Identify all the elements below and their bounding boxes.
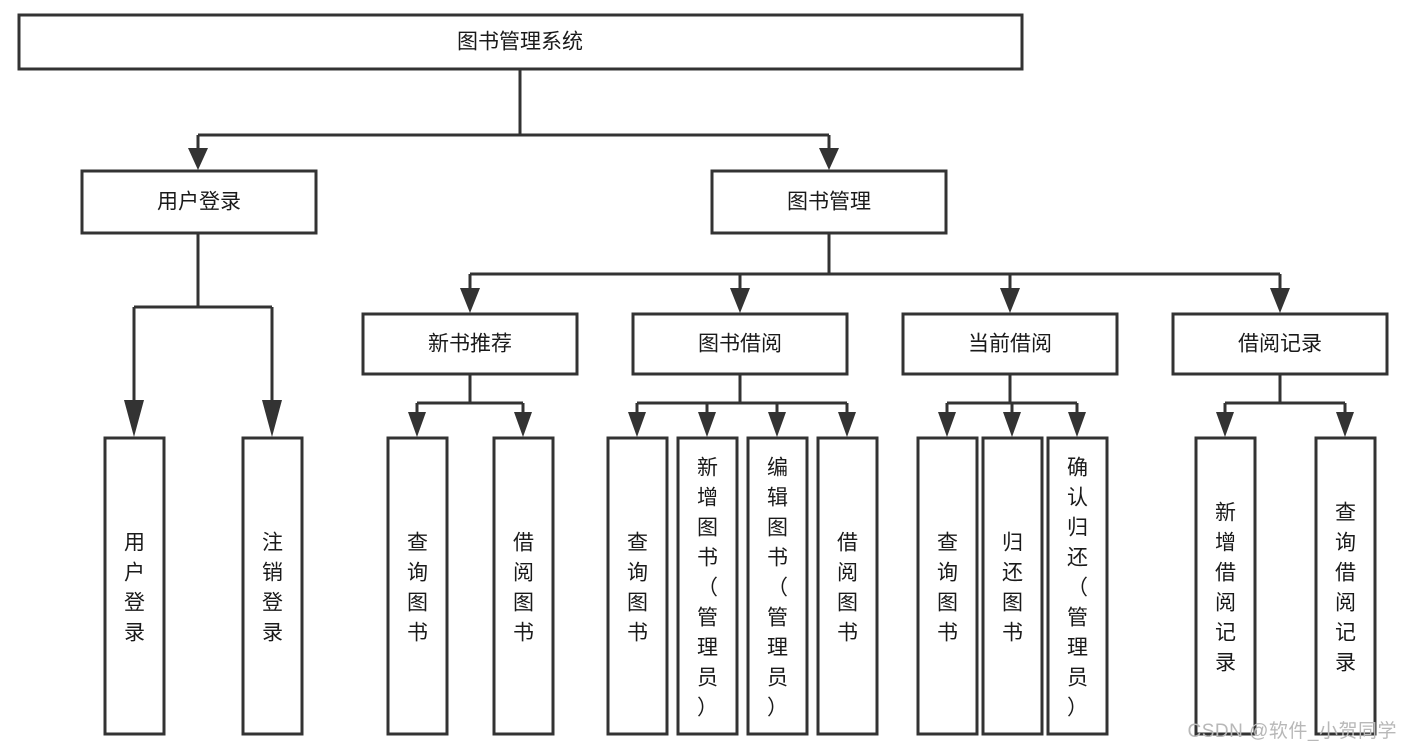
node-book-borrow-box[interactable] xyxy=(631,312,849,376)
arrowhead-new-book-recommend xyxy=(460,288,480,313)
node-leaf-query-book-3[interactable]: 查询图书 xyxy=(916,436,979,736)
node-leaf-add-borrow-record[interactable]: 新增借阅记录 xyxy=(1194,436,1257,736)
arrowhead-current-borrow xyxy=(1000,288,1020,313)
node-leaf-logout-login-label: 注销登录 xyxy=(262,531,283,644)
node-leaf-edit-book[interactable]: 编辑图书（管理员） xyxy=(746,436,809,736)
node-user-login[interactable]: 用户登录 xyxy=(80,169,318,235)
arrowhead-leaf-logout-login xyxy=(262,400,282,437)
arrowhead-leaf-user-login xyxy=(124,400,144,437)
arrowhead-borrow-record xyxy=(1270,288,1290,313)
arrowhead-leaf-query-book-1 xyxy=(408,412,426,437)
arrowhead-leaf-borrow-book-2 xyxy=(838,412,856,437)
node-book-management-label: 图书管理 xyxy=(787,191,871,214)
arrowhead-leaf-confirm-return xyxy=(1068,412,1086,437)
node-leaf-query-book-2[interactable]: 查询图书 xyxy=(606,436,669,736)
arrowhead-leaf-edit-book xyxy=(768,412,786,437)
node-leaf-add-book-label: 新增图书（管理员） xyxy=(697,456,718,719)
node-leaf-return-book-box[interactable] xyxy=(981,436,1044,736)
node-leaf-query-borrow-record-box[interactable] xyxy=(1314,436,1377,736)
arrowhead-leaf-add-borrow-record xyxy=(1216,412,1234,437)
arrowhead-leaf-query-book-3 xyxy=(938,412,956,437)
arrowhead-book-management xyxy=(819,148,839,170)
node-current-borrow[interactable]: 当前借阅 xyxy=(901,312,1119,376)
node-book-management[interactable]: 图书管理 xyxy=(710,169,948,235)
node-leaf-borrow-book-2-label: 借阅图书 xyxy=(837,531,858,644)
node-leaf-logout-login-box[interactable] xyxy=(241,436,304,736)
node-leaf-borrow-book-2[interactable]: 借阅图书 xyxy=(816,436,879,736)
arrowhead-user-login xyxy=(188,148,208,170)
node-leaf-borrow-book-2-box[interactable] xyxy=(816,436,879,736)
node-new-book-recommend[interactable]: 新书推荐 xyxy=(361,312,579,376)
node-leaf-borrow-book-1[interactable]: 借阅图书 xyxy=(492,436,555,736)
node-current-borrow-label: 当前借阅 xyxy=(968,333,1052,356)
node-new-book-recommend-label: 新书推荐 xyxy=(428,333,512,356)
node-current-borrow-box[interactable] xyxy=(901,312,1119,376)
node-leaf-query-book-1-box[interactable] xyxy=(386,436,449,736)
node-root-box[interactable] xyxy=(17,13,1024,71)
node-leaf-borrow-book-1-label: 借阅图书 xyxy=(513,531,534,644)
node-leaf-confirm-return-box[interactable] xyxy=(1046,436,1109,736)
node-leaf-query-book-2-label: 查询图书 xyxy=(627,531,648,644)
node-user-login-box[interactable] xyxy=(80,169,318,235)
node-leaf-query-book-3-label: 查询图书 xyxy=(937,531,958,644)
arrowhead-leaf-query-book-2 xyxy=(628,412,646,437)
node-user-login-label: 用户登录 xyxy=(157,191,241,214)
node-leaf-user-login-box[interactable] xyxy=(103,436,166,736)
node-leaf-user-login-label: 用户登录 xyxy=(124,531,145,644)
node-book-management-box[interactable] xyxy=(710,169,948,235)
node-book-borrow[interactable]: 图书借阅 xyxy=(631,312,849,376)
node-leaf-logout-login[interactable]: 注销登录 xyxy=(241,436,304,736)
node-leaf-confirm-return[interactable]: 确认归还（管理员） xyxy=(1046,436,1109,736)
node-leaf-user-login[interactable]: 用户登录 xyxy=(103,436,166,736)
node-leaf-query-book-3-box[interactable] xyxy=(916,436,979,736)
node-leaf-borrow-book-1-box[interactable] xyxy=(492,436,555,736)
node-leaf-add-borrow-record-box[interactable] xyxy=(1194,436,1257,736)
node-new-book-recommend-box[interactable] xyxy=(361,312,579,376)
node-leaf-query-borrow-record[interactable]: 查询借阅记录 xyxy=(1314,436,1377,736)
node-leaf-add-book-box[interactable] xyxy=(676,436,739,736)
arrowhead-book-borrow xyxy=(730,288,750,313)
node-borrow-record-box[interactable] xyxy=(1171,312,1389,376)
node-leaf-query-book-1-label: 查询图书 xyxy=(407,531,428,644)
node-leaf-add-book[interactable]: 新增图书（管理员） xyxy=(676,436,739,736)
arrowhead-leaf-add-book xyxy=(698,412,716,437)
node-borrow-record[interactable]: 借阅记录 xyxy=(1171,312,1389,376)
node-leaf-edit-book-label: 编辑图书（管理员） xyxy=(767,456,788,719)
arrowhead-leaf-borrow-book-1 xyxy=(514,412,532,437)
node-root-label: 图书管理系统 xyxy=(457,31,583,54)
node-leaf-return-book[interactable]: 归还图书 xyxy=(981,436,1044,736)
node-root[interactable]: 图书管理系统 xyxy=(17,13,1024,71)
node-book-borrow-label: 图书借阅 xyxy=(698,333,782,356)
node-leaf-query-book-2-box[interactable] xyxy=(606,436,669,736)
arrowhead-leaf-query-borrow-record xyxy=(1336,412,1354,437)
arrowhead-leaf-return-book xyxy=(1003,412,1021,437)
node-leaf-add-borrow-record-label: 新增借阅记录 xyxy=(1215,501,1236,674)
arrowhead-layer xyxy=(124,148,1354,437)
node-leaf-query-borrow-record-label: 查询借阅记录 xyxy=(1335,501,1356,674)
node-leaf-edit-book-box[interactable] xyxy=(746,436,809,736)
node-leaf-confirm-return-label: 确认归还（管理员） xyxy=(1067,456,1088,719)
csdn-watermark: CSDN @软件_小贺同学 xyxy=(1187,721,1397,742)
node-leaf-return-book-label: 归还图书 xyxy=(1002,531,1023,644)
node-borrow-record-label: 借阅记录 xyxy=(1238,333,1322,356)
node-leaf-query-book-1[interactable]: 查询图书 xyxy=(386,436,449,736)
